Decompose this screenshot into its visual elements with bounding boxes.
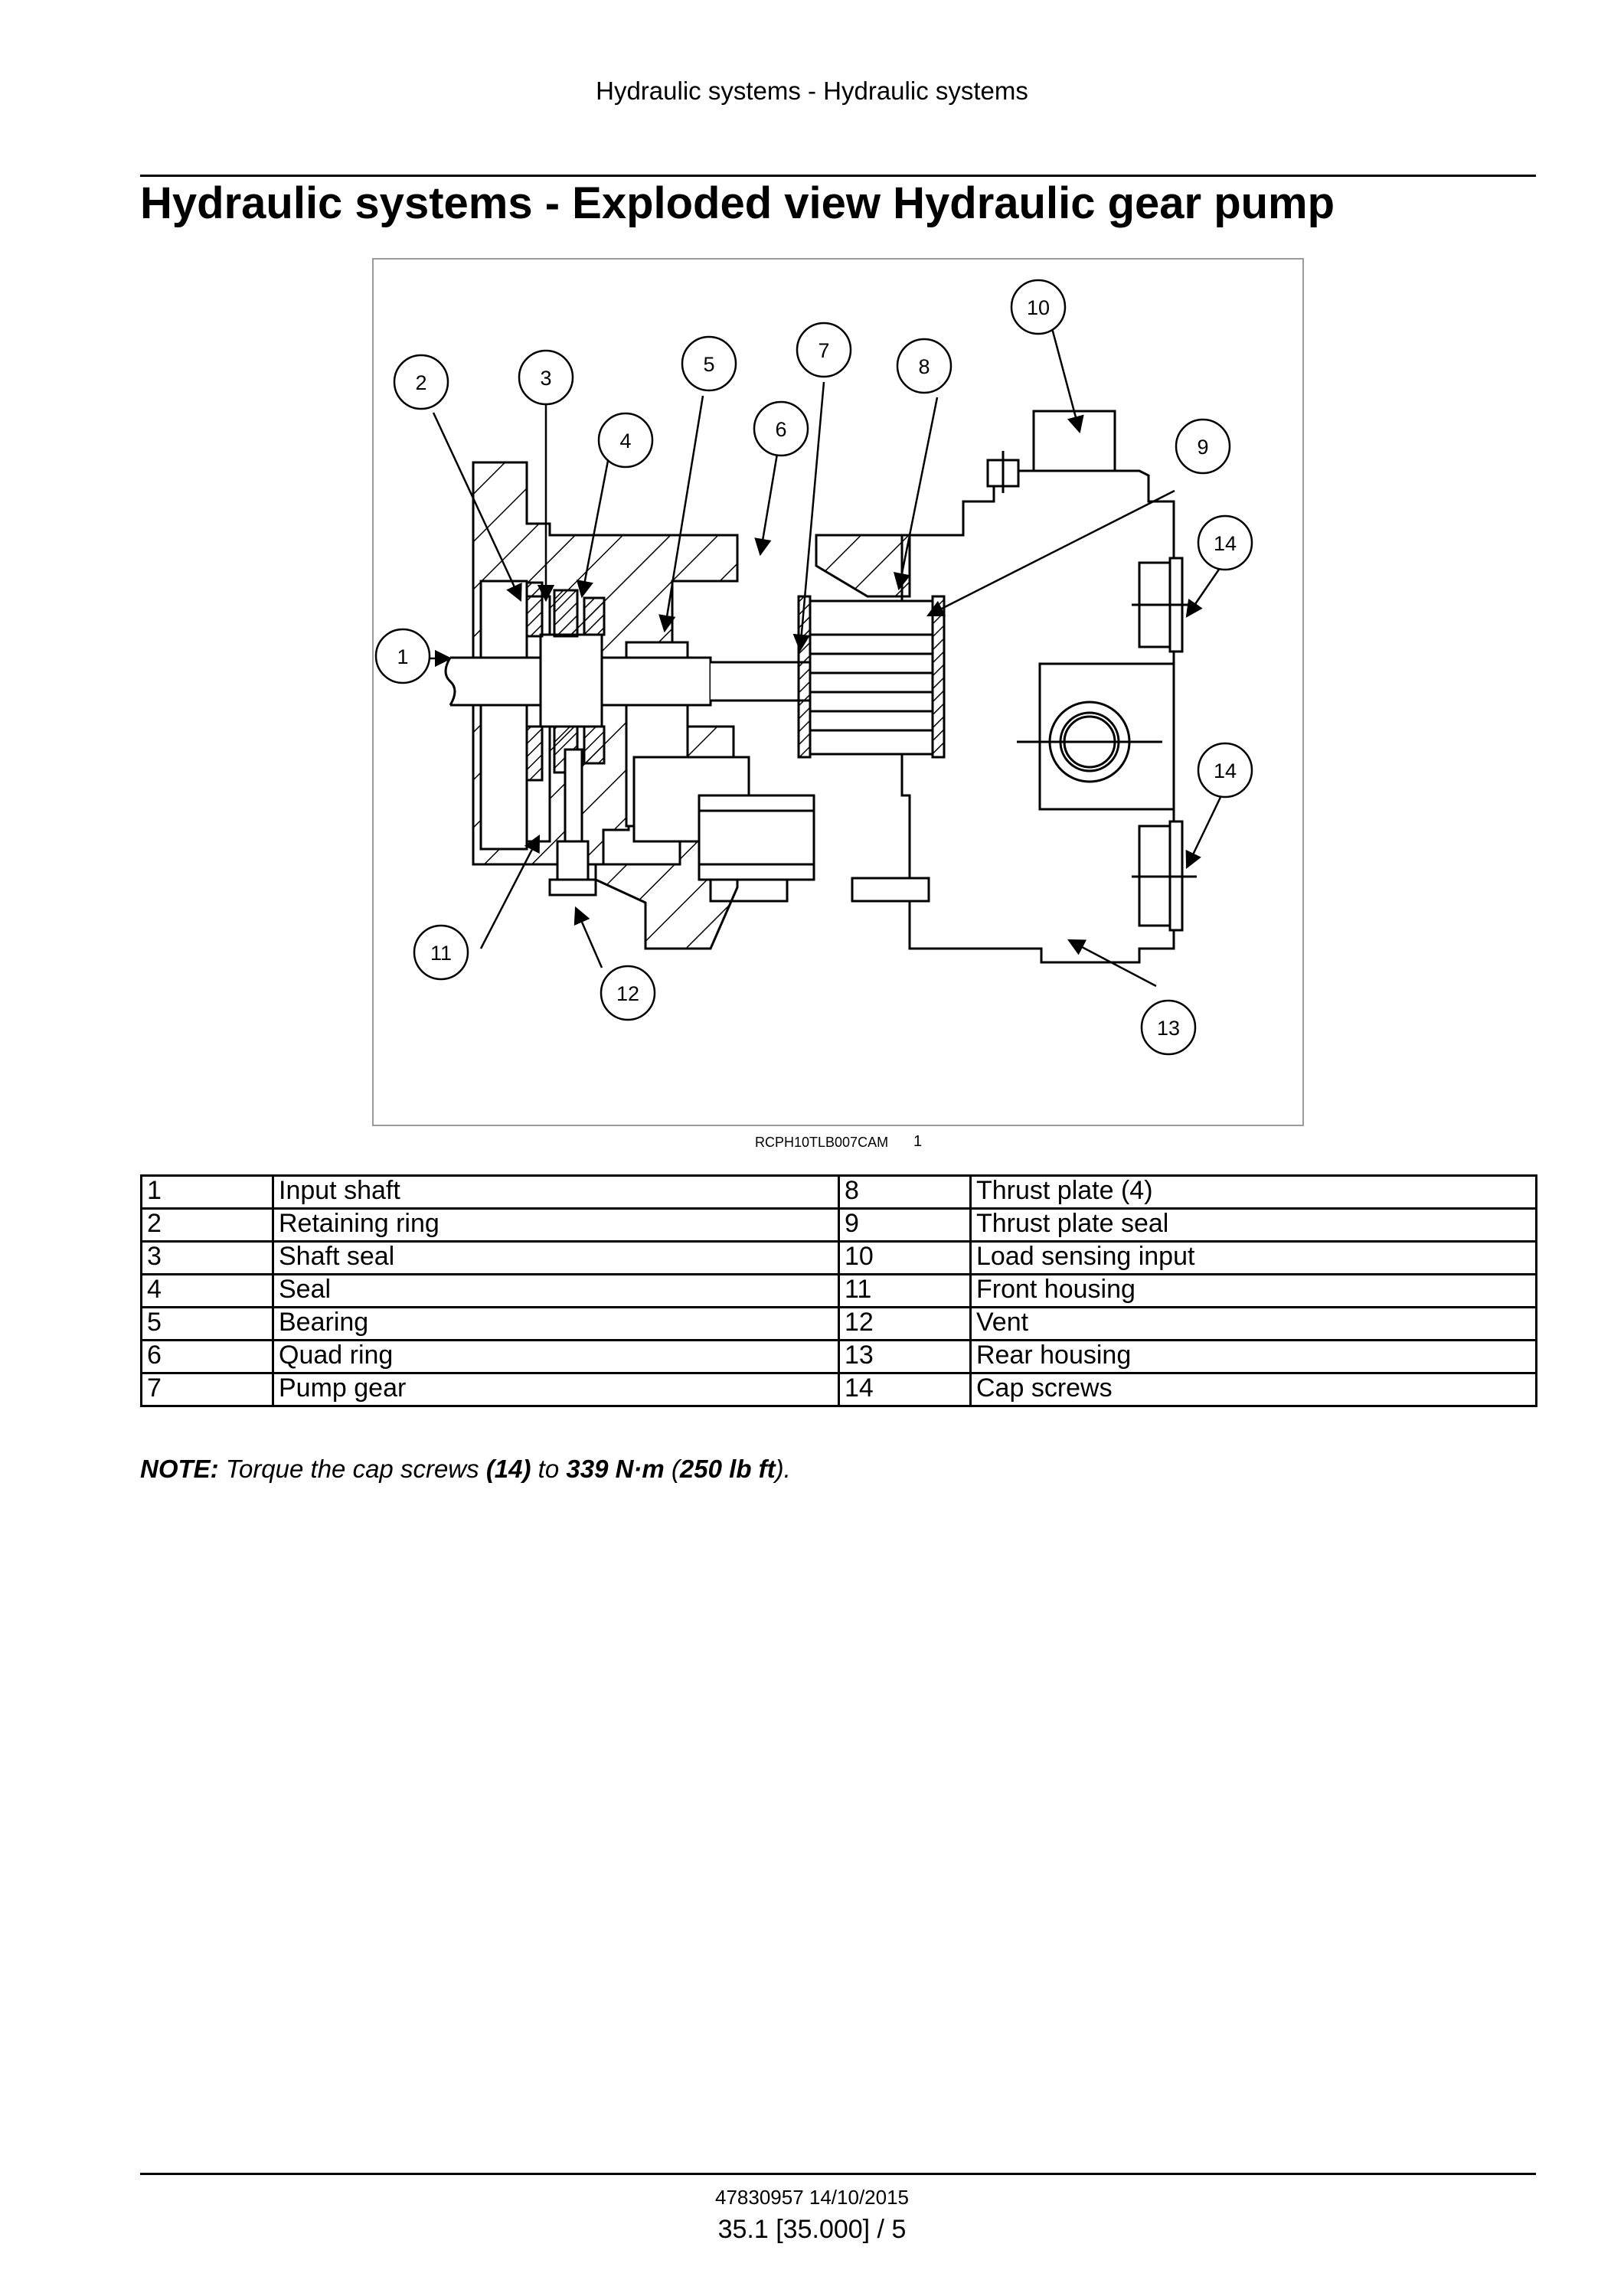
note-torque-imperial: 250 lb ft — [679, 1455, 776, 1483]
callout-10: 10 — [1010, 279, 1067, 335]
footer-page-number: 35.1 [35.000] / 5 — [717, 2215, 907, 2244]
footer-doc-id: 47830957 14/10/2015 — [714, 2186, 910, 2209]
callout-11: 11 — [413, 924, 469, 981]
callout-bubbles: 1 2 3 4 5 6 7 8 9 10 11 12 13 14 14 — [374, 279, 1253, 1056]
callout-14-top: 14 — [1197, 514, 1253, 571]
legend-right-desc: Rear housing — [969, 1339, 1537, 1374]
callout-4: 4 — [597, 412, 654, 469]
svg-text:5: 5 — [703, 353, 714, 376]
legend-left-desc: Seal — [272, 1273, 840, 1308]
legend-right-desc: Thrust plate (4) — [969, 1174, 1537, 1210]
note-text-3: ( — [664, 1455, 680, 1483]
callout-13: 13 — [1140, 999, 1197, 1056]
legend-right-num: 11 — [838, 1273, 972, 1308]
torque-note: NOTE: Torque the cap screws (14) to 339 … — [140, 1455, 791, 1484]
note-text-2: to — [531, 1455, 567, 1483]
page-title: Hydraulic systems - Exploded view Hydrau… — [140, 178, 1335, 228]
note-ref: (14) — [485, 1455, 531, 1483]
legend-right-num: 13 — [838, 1339, 972, 1374]
callout-6: 6 — [753, 400, 809, 457]
legend-left-desc: Bearing — [272, 1306, 840, 1341]
svg-text:10: 10 — [1027, 296, 1050, 319]
svg-text:4: 4 — [619, 429, 631, 452]
legend-left-num: 5 — [140, 1306, 274, 1341]
figure-reference-code: RCPH10TLB007CAM — [755, 1135, 889, 1150]
legend-right-num: 8 — [838, 1174, 972, 1210]
svg-text:2: 2 — [415, 371, 426, 394]
legend-left-desc: Pump gear — [272, 1372, 840, 1407]
note-text-4: ). — [775, 1455, 791, 1483]
legend-left-desc: Input shaft — [272, 1174, 840, 1210]
callout-5: 5 — [681, 335, 737, 392]
svg-text:8: 8 — [918, 355, 930, 378]
svg-text:9: 9 — [1197, 436, 1208, 459]
legend-right-desc: Front housing — [969, 1273, 1537, 1308]
legend-left-desc: Shaft seal — [272, 1240, 840, 1275]
legend-right-num: 10 — [838, 1240, 972, 1275]
legend-left-desc: Retaining ring — [272, 1207, 840, 1243]
svg-text:7: 7 — [818, 339, 829, 362]
callout-12: 12 — [600, 965, 656, 1021]
shaft-and-gears-drawing — [444, 580, 946, 897]
legend-right-num: 14 — [838, 1372, 972, 1407]
svg-text:13: 13 — [1157, 1017, 1180, 1040]
figure-number: 1 — [913, 1133, 923, 1150]
callout-14-bottom: 14 — [1197, 742, 1253, 799]
legend-right-desc: Load sensing input — [969, 1240, 1537, 1275]
svg-text:12: 12 — [616, 982, 639, 1005]
legend-left-num: 4 — [140, 1273, 274, 1308]
running-header: Hydraulic systems - Hydraulic systems — [596, 77, 1028, 105]
note-label: NOTE: — [140, 1455, 219, 1483]
legend-right-desc: Cap screws — [969, 1372, 1537, 1407]
note-text-1: Torque the cap screws — [218, 1455, 486, 1483]
pump-drawing: 1 2 3 4 5 6 7 8 9 10 11 12 13 14 14 — [374, 279, 1253, 1056]
legend-left-num: 2 — [140, 1207, 274, 1243]
callout-9: 9 — [1175, 418, 1231, 475]
legend-left-desc: Quad ring — [272, 1339, 840, 1374]
svg-text:11: 11 — [430, 942, 452, 965]
exploded-view-figure: 1 2 3 4 5 6 7 8 9 10 11 12 13 14 14 — [372, 258, 1304, 1126]
svg-text:1: 1 — [397, 645, 408, 668]
legend-right-desc: Vent — [969, 1306, 1537, 1341]
svg-text:6: 6 — [775, 418, 786, 441]
legend-right-desc: Thrust plate seal — [969, 1207, 1537, 1243]
callout-7: 7 — [796, 322, 852, 378]
svg-text:3: 3 — [540, 367, 551, 390]
legend-right-num: 9 — [838, 1207, 972, 1243]
legend-left-num: 6 — [140, 1339, 274, 1374]
note-torque-metric: 339 N·m — [566, 1455, 665, 1483]
legend-left-num: 3 — [140, 1240, 274, 1275]
legend-left-num: 7 — [140, 1372, 274, 1407]
header-rule — [140, 175, 1536, 177]
legend-left-num: 1 — [140, 1174, 274, 1210]
callout-2: 2 — [393, 354, 449, 410]
callout-3: 3 — [518, 349, 574, 406]
svg-text:14: 14 — [1214, 532, 1237, 555]
callout-1: 1 — [374, 628, 431, 684]
legend-right-num: 12 — [838, 1306, 972, 1341]
footer-rule — [140, 2173, 1536, 2175]
svg-text:14: 14 — [1214, 759, 1237, 782]
callout-8: 8 — [896, 338, 953, 394]
